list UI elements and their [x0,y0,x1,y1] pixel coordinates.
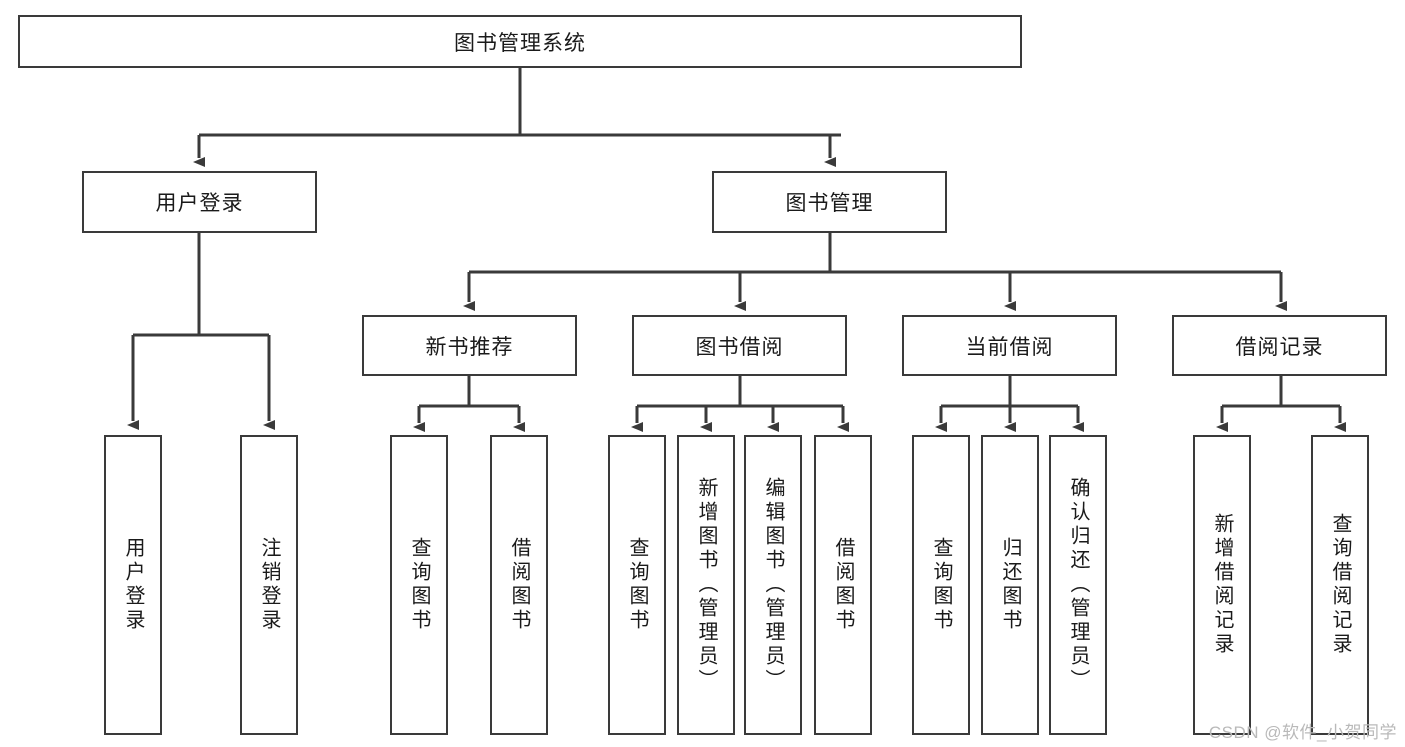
node-new-book-recommend-label: 新书推荐 [425,335,514,359]
leaf-book-borrow-borrow-label: 借阅图书 [832,537,854,633]
leaf-current-borrow-confirm-label: 确认归还（管理员） [1067,477,1089,693]
leaf-current-borrow-confirm[interactable]: 确认归还（管理员） [1049,435,1107,735]
node-root[interactable]: 图书管理系统 [18,15,1022,68]
leaf-user-login-login[interactable]: 用户登录 [104,435,162,735]
node-root-label: 图书管理系统 [454,31,586,55]
leaf-borrow-record-query[interactable]: 查询借阅记录 [1311,435,1369,735]
leaf-borrow-record-add[interactable]: 新增借阅记录 [1193,435,1251,735]
node-user-login[interactable]: 用户登录 [82,171,317,233]
node-new-book-recommend[interactable]: 新书推荐 [362,315,577,376]
leaf-user-login-logout-label: 注销登录 [258,537,280,633]
leaf-current-borrow-query[interactable]: 查询图书 [912,435,970,735]
leaf-current-borrow-return-label: 归还图书 [999,537,1021,633]
leaf-book-borrow-add-label: 新增图书（管理员） [695,477,717,693]
leaf-user-login-logout[interactable]: 注销登录 [240,435,298,735]
node-user-login-label: 用户登录 [155,192,244,215]
node-borrow-record-label: 借阅记录 [1235,335,1324,359]
node-book-manage[interactable]: 图书管理 [712,171,947,233]
leaf-new-book-query-label: 查询图书 [408,537,430,633]
leaf-borrow-record-query-label: 查询借阅记录 [1329,513,1351,657]
leaf-new-book-borrow-label: 借阅图书 [508,537,530,633]
leaf-book-borrow-query-label: 查询图书 [626,537,648,633]
node-current-borrow-label: 当前借阅 [965,335,1054,359]
node-current-borrow[interactable]: 当前借阅 [902,315,1117,376]
node-book-manage-label: 图书管理 [785,192,874,215]
leaf-user-login-login-label: 用户登录 [122,537,144,633]
leaf-new-book-borrow[interactable]: 借阅图书 [490,435,548,735]
leaf-book-borrow-query[interactable]: 查询图书 [608,435,666,735]
leaf-book-borrow-add[interactable]: 新增图书（管理员） [677,435,735,735]
node-book-borrow-label: 图书借阅 [695,335,784,359]
leaf-current-borrow-query-label: 查询图书 [930,537,952,633]
leaf-new-book-query[interactable]: 查询图书 [390,435,448,735]
leaf-book-borrow-edit-label: 编辑图书（管理员） [762,477,784,693]
leaf-current-borrow-return[interactable]: 归还图书 [981,435,1039,735]
leaf-borrow-record-add-label: 新增借阅记录 [1211,513,1233,657]
node-borrow-record[interactable]: 借阅记录 [1172,315,1387,376]
leaf-book-borrow-borrow[interactable]: 借阅图书 [814,435,872,735]
leaf-book-borrow-edit[interactable]: 编辑图书（管理员） [744,435,802,735]
node-book-borrow[interactable]: 图书借阅 [632,315,847,376]
